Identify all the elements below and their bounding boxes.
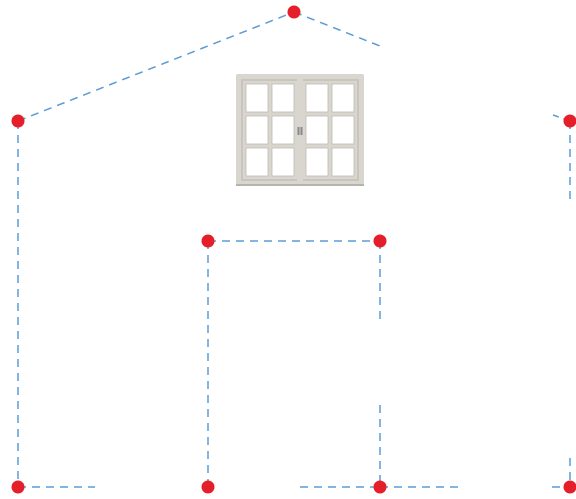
vertex-door-top-left[interactable] — [201, 234, 215, 248]
right-sash — [303, 81, 357, 179]
vertex-left-base[interactable] — [11, 480, 25, 494]
vertex-door-top-right[interactable] — [373, 234, 387, 248]
roof-right-slope-line — [293, 11, 381, 47]
vertex-right-base[interactable] — [563, 480, 576, 494]
vertex-roof-peak[interactable] — [287, 5, 301, 19]
outline-vertices — [11, 5, 576, 494]
vertex-door-bottom-right[interactable] — [373, 480, 387, 494]
left-sash — [243, 81, 297, 179]
vertex-door-bottom-left[interactable] — [201, 480, 215, 494]
roof-left-slope-line — [17, 11, 295, 122]
outline-guide-lines — [17, 11, 571, 488]
window-handle-icon — [297, 127, 300, 135]
window-handle-icon — [300, 127, 303, 135]
vertex-right-eave[interactable] — [563, 114, 576, 128]
casement-window-icon[interactable] — [236, 74, 364, 186]
vertex-left-eave[interactable] — [11, 114, 25, 128]
